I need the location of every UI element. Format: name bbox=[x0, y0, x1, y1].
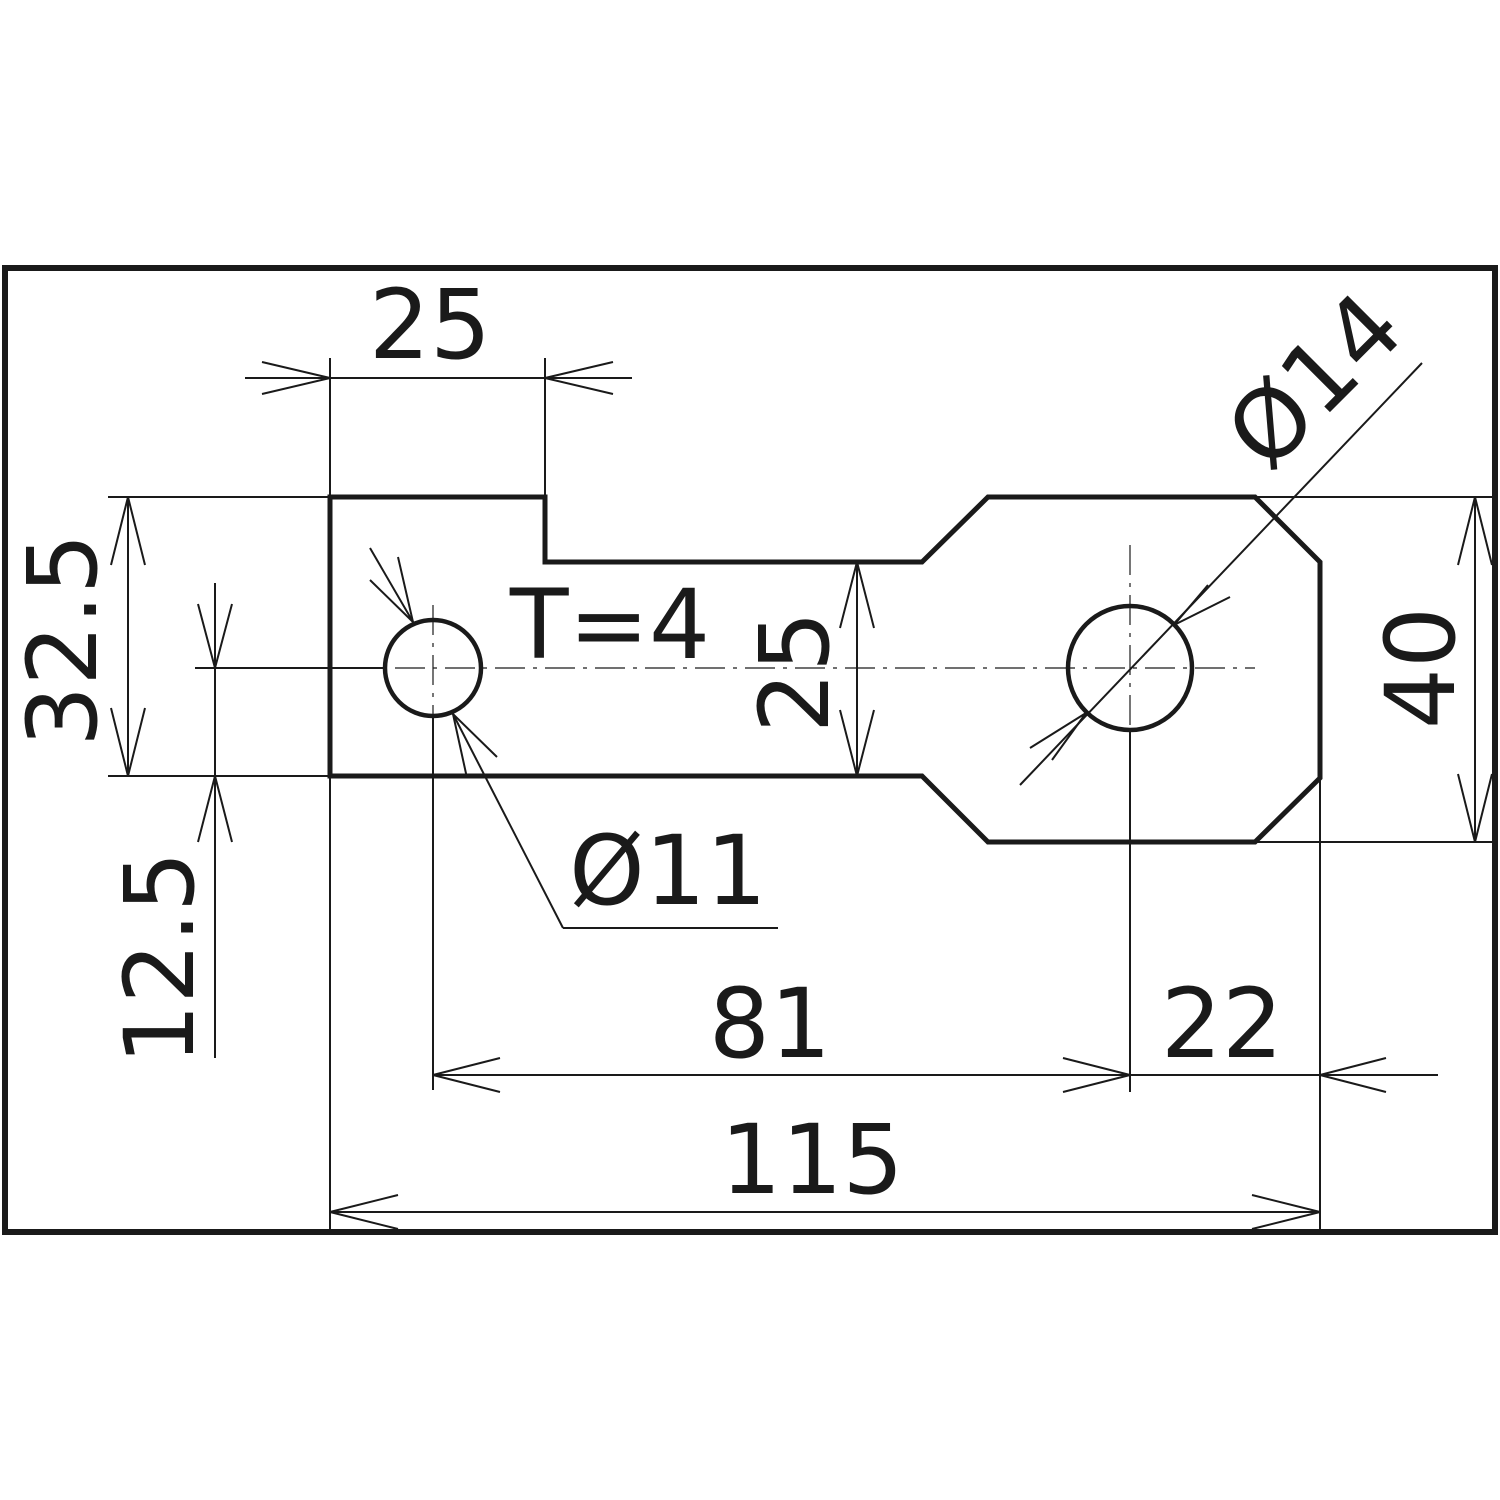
label-small-hole-diameter: Ø11 bbox=[569, 815, 767, 927]
label-overall-length: 115 bbox=[720, 1104, 903, 1216]
dim-top-tab bbox=[245, 361, 632, 395]
dim-large-hole-diameter bbox=[1019, 362, 1423, 786]
label-large-hole-diameter: Ø14 bbox=[1205, 271, 1424, 490]
label-hole-spacing: 81 bbox=[709, 968, 831, 1080]
dim-hole-offset bbox=[197, 583, 233, 1058]
center-lines bbox=[195, 545, 1255, 760]
label-right-edge-offset: 22 bbox=[1161, 968, 1283, 1080]
dim-right-height bbox=[1457, 496, 1493, 843]
label-neck-height: 25 bbox=[739, 611, 851, 733]
dim-hole-spacing bbox=[432, 1057, 1438, 1093]
drawing-frame bbox=[2, 265, 1498, 1235]
dim-small-hole-diameter bbox=[369, 547, 778, 929]
dim-neck-height bbox=[839, 561, 875, 777]
dim-overall-length bbox=[329, 1194, 1321, 1230]
label-thickness: T=4 bbox=[509, 569, 710, 681]
part-outline bbox=[327, 494, 1323, 845]
label-right-height: 40 bbox=[1365, 607, 1477, 729]
dim-left-height bbox=[110, 496, 146, 777]
label-left-height: 32.5 bbox=[7, 533, 119, 747]
label-hole-offset: 12.5 bbox=[104, 851, 216, 1065]
label-top-tab-width: 25 bbox=[369, 269, 491, 381]
